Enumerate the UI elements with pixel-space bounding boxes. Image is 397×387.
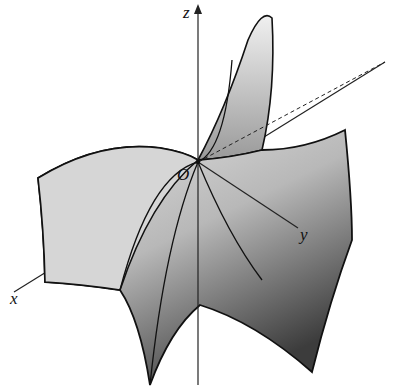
axis-label: x	[10, 290, 18, 307]
surface-left-wing	[38, 147, 198, 290]
section-curve	[150, 162, 262, 385]
saddle-surface	[38, 130, 352, 385]
section-curve	[120, 60, 232, 290]
axis-label: y	[300, 226, 308, 243]
y-axis	[198, 162, 298, 228]
z-arrowhead	[194, 4, 202, 14]
surface-peak	[198, 16, 273, 160]
x-axis-hidden	[198, 62, 385, 162]
origin-label: O	[177, 166, 189, 183]
axis-label: z	[183, 4, 190, 21]
z-axis	[197, 10, 198, 385]
origin-dot	[196, 160, 200, 164]
